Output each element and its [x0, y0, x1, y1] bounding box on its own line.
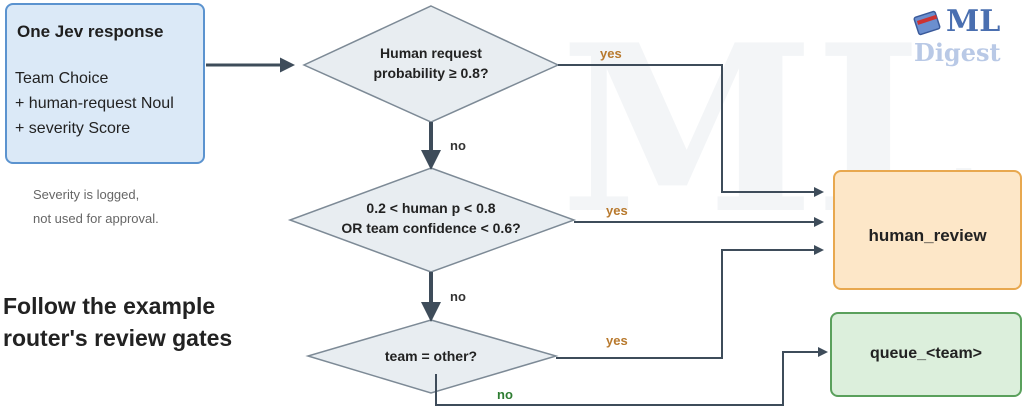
- queue-box: [830, 312, 1022, 397]
- headline-line-2: router's review gates: [3, 325, 233, 351]
- decision-1-label: Human request probability ≥ 0.8?: [331, 43, 531, 83]
- decision-3-label: team = other?: [346, 346, 516, 366]
- arrow-d3-yes: [556, 245, 824, 359]
- input-line-team-choice: Team Choice: [15, 70, 109, 87]
- headline: Follow the example router's review gates: [3, 290, 232, 354]
- logo-digest: Digest: [914, 38, 1001, 67]
- human-review-label: human_review: [868, 226, 987, 245]
- input-title: One Jev response: [17, 22, 164, 41]
- decision-1-line-2: probability ≥ 0.8?: [373, 65, 489, 81]
- severity-note-line-1: Severity is logged,: [33, 187, 140, 202]
- edge-label-yes-1: yes: [600, 46, 622, 61]
- edge-label-no-1: no: [450, 138, 466, 153]
- human-review-box: [833, 170, 1022, 290]
- edge-label-yes-3: yes: [606, 333, 628, 348]
- input-box: [5, 3, 205, 164]
- arrow-d1-yes: [558, 64, 824, 197]
- decision-2-line-1: 0.2 < human p < 0.8: [366, 200, 496, 216]
- input-line-severity: + severity Score: [15, 120, 131, 137]
- decision-2-line-2: OR team confidence < 0.6?: [341, 220, 521, 236]
- decision-3-line-1: team = other?: [384, 348, 478, 364]
- input-line-human-request: + human-request Noul: [15, 95, 174, 112]
- decision-diamond-3: [305, 319, 559, 394]
- logo-ml: ML: [946, 4, 1001, 39]
- decision-1-line-1: Human request: [380, 45, 482, 61]
- severity-note-line-2: not used for approval.: [33, 211, 159, 226]
- edge-label-no-2: no: [450, 289, 466, 304]
- headline-line-1: Follow the example: [3, 293, 216, 319]
- arrow-d3-no: [435, 347, 828, 406]
- decision-2-label: 0.2 < human p < 0.8 OR team confidence <…: [321, 198, 541, 238]
- queue-label: queue_<team>: [869, 345, 983, 362]
- edge-label-no-3: no: [497, 387, 513, 402]
- book-icon: [913, 10, 941, 36]
- edge-label-yes-2: yes: [606, 203, 628, 218]
